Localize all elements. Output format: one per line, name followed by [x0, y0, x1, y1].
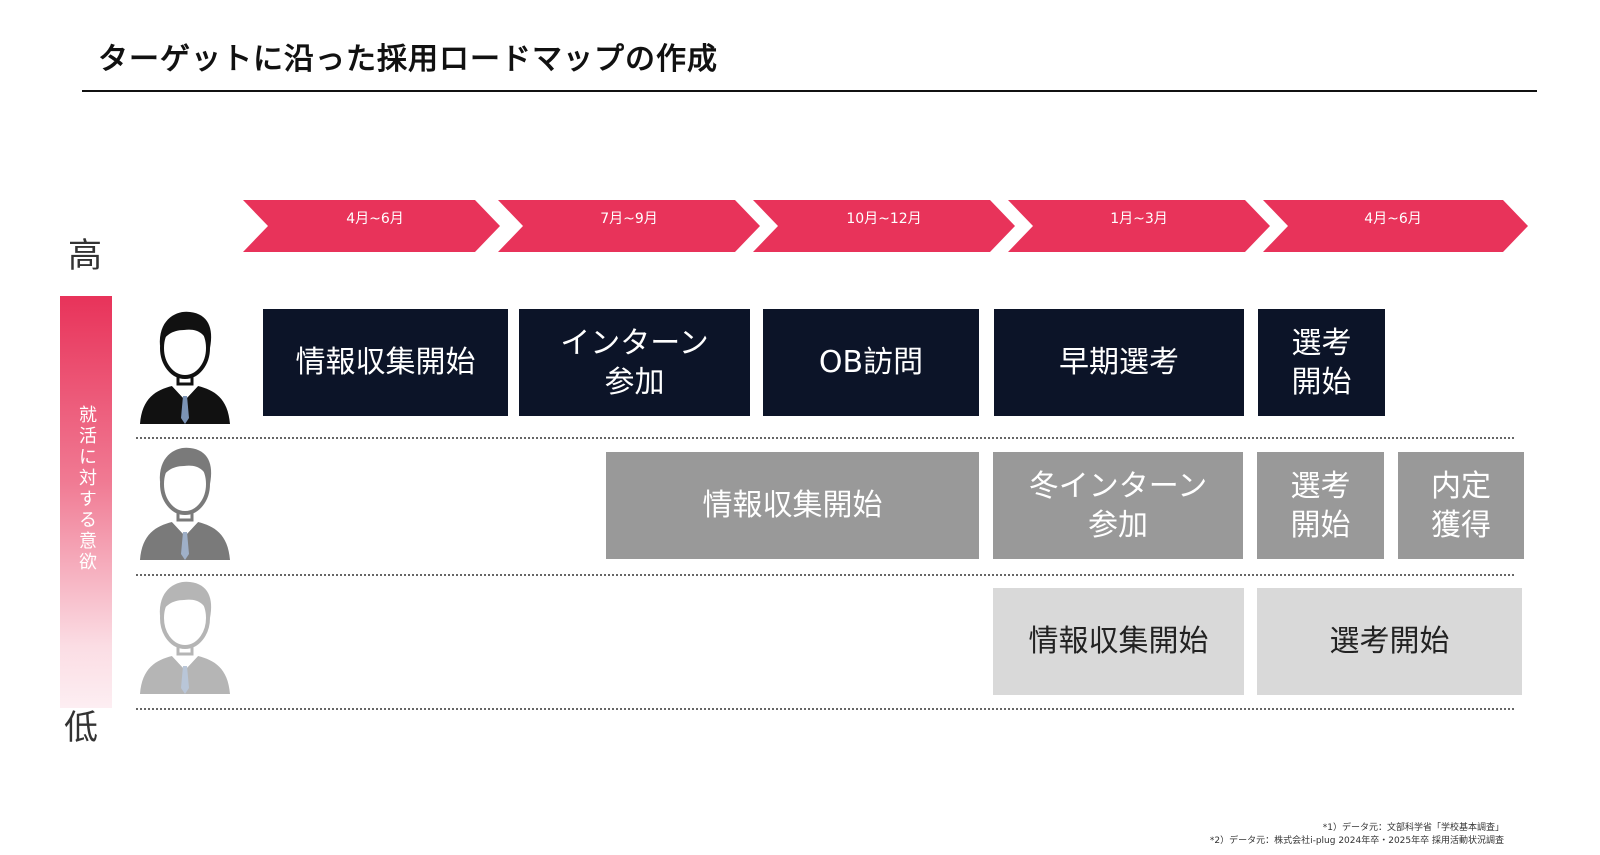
row1-step-ob-visit: OB訪問	[763, 309, 979, 416]
row-divider	[136, 708, 1514, 710]
title-divider	[82, 90, 1537, 92]
row2-step-selection-start: 選考 開始	[1257, 452, 1384, 559]
timeline-chevron-2	[498, 200, 760, 252]
row1-step-early-selection: 早期選考	[994, 309, 1244, 416]
student-avatar-icon	[140, 311, 230, 424]
timeline-chevron-3	[753, 200, 1015, 252]
row-divider	[136, 437, 1514, 439]
timeline-label-4: 1月~3月	[1110, 211, 1168, 227]
row2-step-info-gathering: 情報収集開始	[606, 452, 979, 559]
row-divider	[136, 574, 1514, 576]
row1-step-info-gathering: 情報収集開始	[263, 309, 508, 416]
row2-step-offer: 内定 獲得	[1398, 452, 1524, 559]
axis-low-label: 低	[64, 708, 98, 748]
footnote-1: *1）データ元：文部科学省「学校基本調査」	[1322, 823, 1504, 833]
axis-high-label: 高	[68, 236, 102, 276]
timeline-chevron-4	[1008, 200, 1270, 252]
page-title: ターゲットに沿った採用ロードマップの作成	[98, 42, 718, 77]
row3-step-info-gathering: 情報収集開始	[993, 588, 1244, 695]
row1-step-internship: インターン 参加	[519, 309, 750, 416]
student-avatar-icon	[140, 447, 230, 560]
timeline-chevron-5	[1263, 200, 1528, 252]
timeline-label-1: 4月~6月	[346, 211, 404, 227]
row2-step-winter-internship: 冬インターン 参加	[993, 452, 1243, 559]
timeline-label-2: 7月~9月	[600, 211, 658, 227]
footnote-2: *2）データ元：株式会社i-plug 2024年卒・2025年卒 採用活動状況調…	[1209, 836, 1504, 846]
row1-step-selection-start: 選考 開始	[1258, 309, 1385, 416]
timeline-arrow-row	[243, 200, 1528, 252]
motivation-gradient-bar	[60, 296, 112, 708]
axis-bar-label: 就活に対する意欲	[76, 405, 97, 573]
timeline-label-5: 4月~6月	[1364, 211, 1422, 227]
student-avatar-icon	[140, 581, 230, 694]
timeline-label-3: 10月~12月	[846, 211, 922, 227]
row3-step-selection-start: 選考開始	[1257, 588, 1522, 695]
timeline-chevron-1	[243, 200, 500, 252]
